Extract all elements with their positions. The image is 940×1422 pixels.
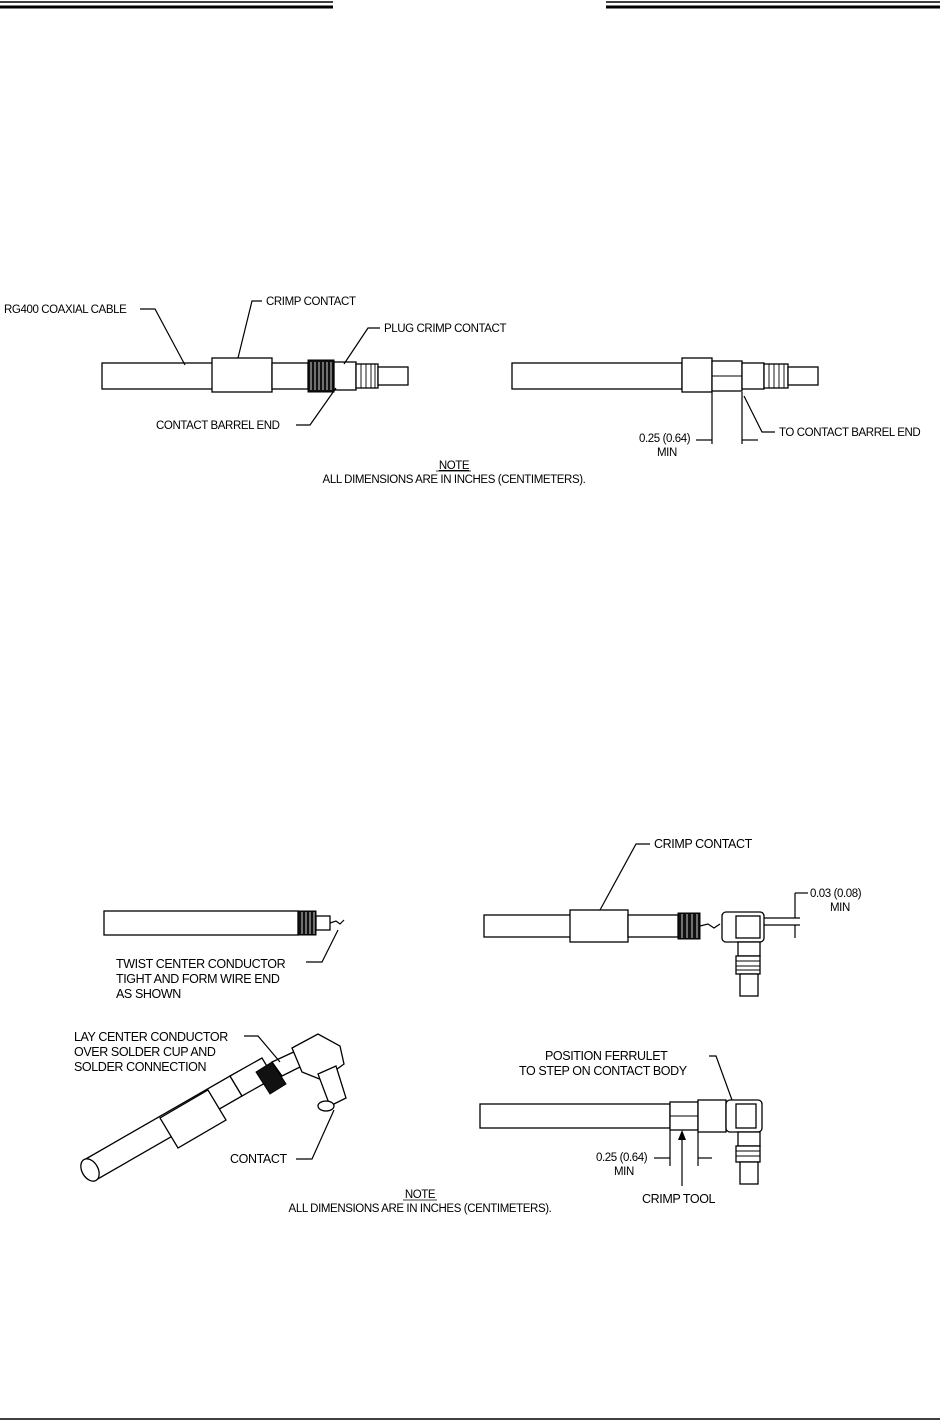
label-plug-crimp-contact: PLUG CRIMP CONTACT [384, 323, 506, 335]
header-rule-right [606, 1, 940, 9]
label-position-2: TO STEP ON CONTACT BODY [519, 1064, 688, 1078]
label-dimension-min: MIN [657, 447, 677, 459]
top-right-assembly [511, 357, 819, 393]
note-text-top: ALL DIMENSIONS ARE IN INCHES (CENTIMETER… [323, 474, 586, 486]
label-dimension-bottom: 0.25 (0.64) [596, 1152, 648, 1164]
label-gap-dimension: 0.03 (0.08) [810, 888, 862, 900]
label-lay-1: LAY CENTER CONDUCTOR [74, 1030, 228, 1044]
label-lay-2: OVER SOLDER CUP AND [74, 1045, 216, 1059]
label-position-1: POSITION FERRULET [545, 1049, 668, 1063]
label-cable: RG400 COAXIAL CABLE [4, 304, 127, 316]
right-angle-assembly-top [483, 843, 808, 997]
label-contact-barrel-end: CONTACT BARREL END [156, 420, 280, 432]
label-twist-1: TWIST CENTER CONDUCTOR [116, 957, 286, 971]
label-twist-3: AS SHOWN [116, 987, 181, 1001]
label-twist-2: TIGHT AND FORM WIRE END [116, 972, 280, 986]
label-dimension-min-bottom: MIN [614, 1166, 634, 1178]
note-title-top: NOTE [439, 460, 470, 472]
label-dimension: 0.25 (0.64) [639, 433, 691, 445]
top-leaders [140, 300, 775, 444]
label-crimp-contact-bottom: CRIMP CONTACT [654, 837, 753, 851]
solder-assembly [80, 1033, 347, 1182]
label-contact: CONTACT [230, 1152, 287, 1166]
twist-assembly [103, 910, 345, 963]
top-left-assembly [101, 357, 409, 393]
header-rule-left [0, 1, 333, 9]
label-crimp-tool: CRIMP TOOL [642, 1192, 716, 1206]
label-lay-3: SOLDER CONNECTION [74, 1060, 206, 1074]
ferrule-assembly [479, 1055, 763, 1186]
note-text-bottom: ALL DIMENSIONS ARE IN INCHES (CENTIMETER… [289, 1203, 552, 1215]
label-crimp-contact: CRIMP CONTACT [266, 296, 356, 308]
label-to-contact-barrel-end: TO CONTACT BARREL END [779, 427, 920, 439]
note-title-bottom: NOTE [405, 1189, 436, 1201]
label-gap-min: MIN [830, 902, 850, 914]
